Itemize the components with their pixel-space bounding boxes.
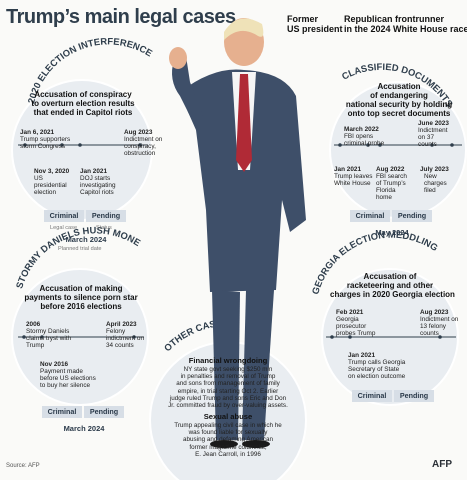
case-1-event-3-text: US presidential election [34,175,67,196]
case-4-event-1-text: Georgia prosecutor probes Trump [336,316,376,337]
case-4-legal-case: Criminal [352,390,392,402]
case-4-event-2-date: Aug 2023 [420,309,449,316]
case-3-trial-date: March 2024 [63,424,105,433]
afp-logo: AFP [432,459,452,470]
case-1-event-4-text: DOJ starts investigating Capitol riots [80,175,116,196]
case-2-event-4-text: FBI search of Trump’s Florida home [376,173,407,201]
case-4-event-3-date: Jan 2021 [348,352,376,359]
header-left: Former US president [287,14,343,34]
case-1-trial-label: Planned trial date [58,246,102,252]
case-4-event-3-text: Trump calls Georgia Secretary of State o… [348,359,406,380]
other-case-2-text: Trump appealing civil case in which he w… [174,422,282,458]
case-1-trial-date: March 2024 [65,235,107,244]
case-3-event-3-date: Nov 2016 [40,361,69,368]
case-1-accusation: Accusation of conspiracy to overturn ele… [31,90,135,117]
trump-figure [169,18,306,448]
case-4-event-2-text: Indictment on 13 felony counts [420,316,459,337]
other-case-2-title: Sexual abuse [203,412,253,421]
source-credit: Source: AFP [6,463,40,469]
case-2-event-1-date: March 2022 [344,126,379,133]
case-4-status: Pending [394,390,434,402]
case-1-legal-case: Criminal [44,210,84,222]
case-2-event-5-date: July 2023 [420,166,449,173]
other-case-1-text: NY state govt seeking $250 mln in penalt… [168,366,288,410]
case-1-event-1-date: Jan 6, 2021 [20,129,55,136]
case-1-event-4-date: Jan 2021 [80,168,108,175]
case-2-event-3-text: Trump leaves White House [334,173,373,187]
case-3-event-1-date: 2006 [26,321,41,328]
case-2-event-1-text: FBI opens criminal probe [344,133,385,147]
case-2-legal-case: Criminal [350,210,390,222]
case-4-event-1-date: Feb 2021 [336,309,364,316]
case-2-accusation: Accusation of endangering national secur… [345,82,453,118]
case-3-legal-case: Criminal [42,406,82,418]
case-1-status-label: Status [96,225,112,231]
case-1-legal-case-label: Legal case [50,225,78,231]
case-2-event-4-date: Aug 2022 [376,166,405,173]
case-2-event-2-date: June 2023 [418,120,449,127]
case-1-status: Pending [86,210,126,222]
case-3-accusation: Accusation of making payments to silence… [24,284,138,311]
timeline-lines [18,144,462,338]
timeline-dots [22,143,454,339]
case-2-trial-date: May 2024 [375,228,409,237]
case-3-event-3-text: Payment made before US elections to buy … [40,368,96,389]
case-3-event-2-text: Felony indictment on 34 counts [106,328,145,349]
case-3-event-2-date: April 2023 [106,321,137,328]
case-2-status: Pending [392,210,432,222]
case-1-event-3-date: Nov 3, 2020 [34,168,70,175]
case-3-event-1-text: Stormy Daniels claims tryst with Trump [26,328,72,349]
case-4-accusation: Accusation of racketeering and other cha… [330,272,455,299]
case-2-event-5-text: New charges filed [424,173,447,194]
header-right: Republican frontrunner in the 2024 White… [344,14,467,34]
case-2-event-2-text: Indictment on 37 counts [418,127,448,148]
case-3-status: Pending [84,406,124,418]
case-1-event-2-date: Aug 2023 [124,129,153,136]
case-2-event-3-date: Jan 2021 [334,166,362,173]
case-1-event-2-text: Indictment on conspiracy, obstruction [124,136,163,157]
page-title: Trump’s main legal cases [6,6,236,28]
case-1-event-1-text: Trump supporters storm Congress [20,136,71,150]
other-case-1-title: Financial wrongdoing [188,356,268,365]
